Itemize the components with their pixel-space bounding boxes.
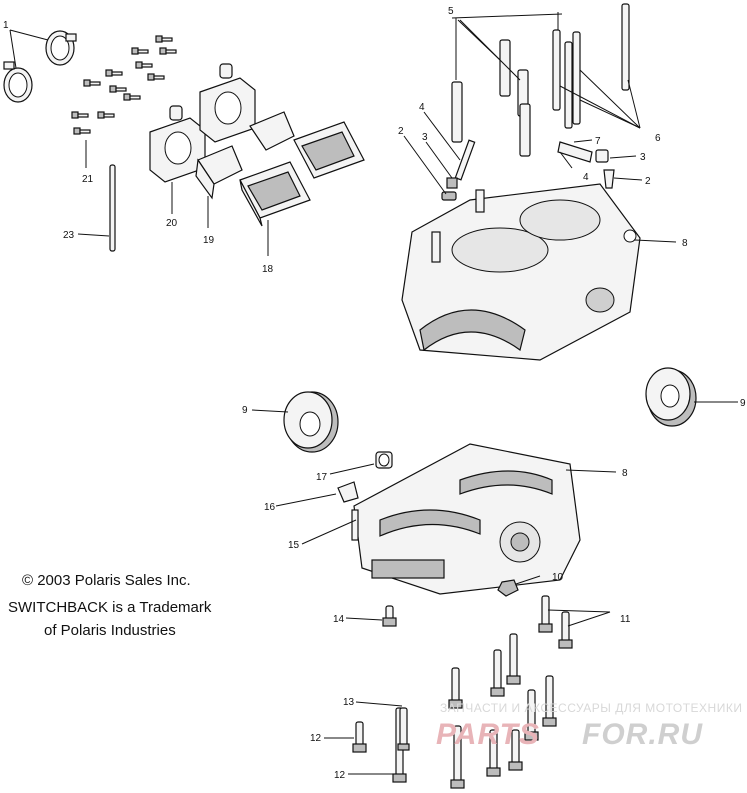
long-rod: [109, 164, 116, 252]
upper-crankcase: [401, 183, 641, 361]
dowel-pins: [451, 12, 559, 157]
studs: [552, 3, 630, 129]
label-21: 20: [166, 218, 178, 229]
copyright-line-3: of Polaris Industries: [44, 622, 176, 639]
label-6: 6: [655, 133, 661, 144]
intake-gaskets: [195, 111, 295, 200]
intake-adapter-plates: [149, 63, 256, 183]
label-5: 5: [448, 6, 454, 17]
label-3b: 3: [640, 152, 646, 163]
label-8b: 8: [622, 468, 628, 479]
crankcase-bolts-long: [448, 633, 557, 789]
label-13: 12: [310, 733, 322, 744]
label-2b: 2: [645, 176, 651, 187]
label-4a: 4: [419, 102, 425, 113]
crank-seal-left: [283, 391, 339, 453]
label-19: 18: [262, 264, 274, 275]
hose-clamps: [3, 30, 77, 103]
label-1: 1: [3, 20, 9, 31]
label-17: 16: [264, 502, 276, 513]
label-20: 19: [203, 235, 215, 246]
label-10: 10: [552, 572, 564, 583]
label-2a: 2: [398, 126, 404, 137]
copyright-notice: © 2003 Polaris Sales Inc. SWITCHBACK is …: [8, 572, 212, 639]
label-3a: 3: [422, 132, 428, 143]
watermark-brand-grey: FOR.RU: [582, 718, 703, 751]
bolts-12-13-14: [352, 707, 410, 783]
label-22: 21: [82, 174, 94, 185]
watermark-tagline: ЗАПЧАСТИ И АКСЕССУАРЫ ДЛЯ МОТОТЕХНИКИ: [440, 701, 742, 715]
label-15: 14: [333, 614, 345, 625]
watermark: ЗАПЧАСТИ И АКСЕССУАРЫ ДЛЯ МОТОТЕХНИКИ PA…: [436, 701, 742, 751]
crankcase-bolts-short: [538, 595, 573, 649]
copyright-line-1: © 2003 Polaris Sales Inc.: [22, 572, 191, 589]
label-9b: 9: [740, 398, 746, 409]
bolt-15: [382, 605, 397, 627]
watermark-brand-red: PARTS: [436, 718, 540, 751]
label-9a: 9: [242, 405, 248, 416]
label-4b: 4: [583, 172, 589, 183]
label-14: 13: [343, 697, 355, 708]
lower-crankcase: [351, 443, 581, 595]
label-16: 15: [288, 540, 300, 551]
reed-valve-blocks: [239, 121, 365, 227]
label-7: 7: [595, 136, 601, 147]
label-8a: 8: [682, 238, 688, 249]
bushing: [375, 451, 393, 469]
label-12: 12: [334, 770, 346, 781]
part-labels: 1 21 23 20 19 18 5 6 4 3 2 7 3 4 2 8 9 9…: [3, 6, 746, 781]
label-23: 23: [63, 230, 75, 241]
label-18: 17: [316, 472, 328, 483]
crank-seal-right: [645, 367, 697, 427]
nut: [497, 579, 519, 597]
copyright-line-2: SWITCHBACK is a Trademark: [8, 599, 212, 616]
small-bolts: [71, 35, 177, 135]
label-11: 11: [620, 614, 631, 625]
breather-fitting: [337, 481, 359, 503]
